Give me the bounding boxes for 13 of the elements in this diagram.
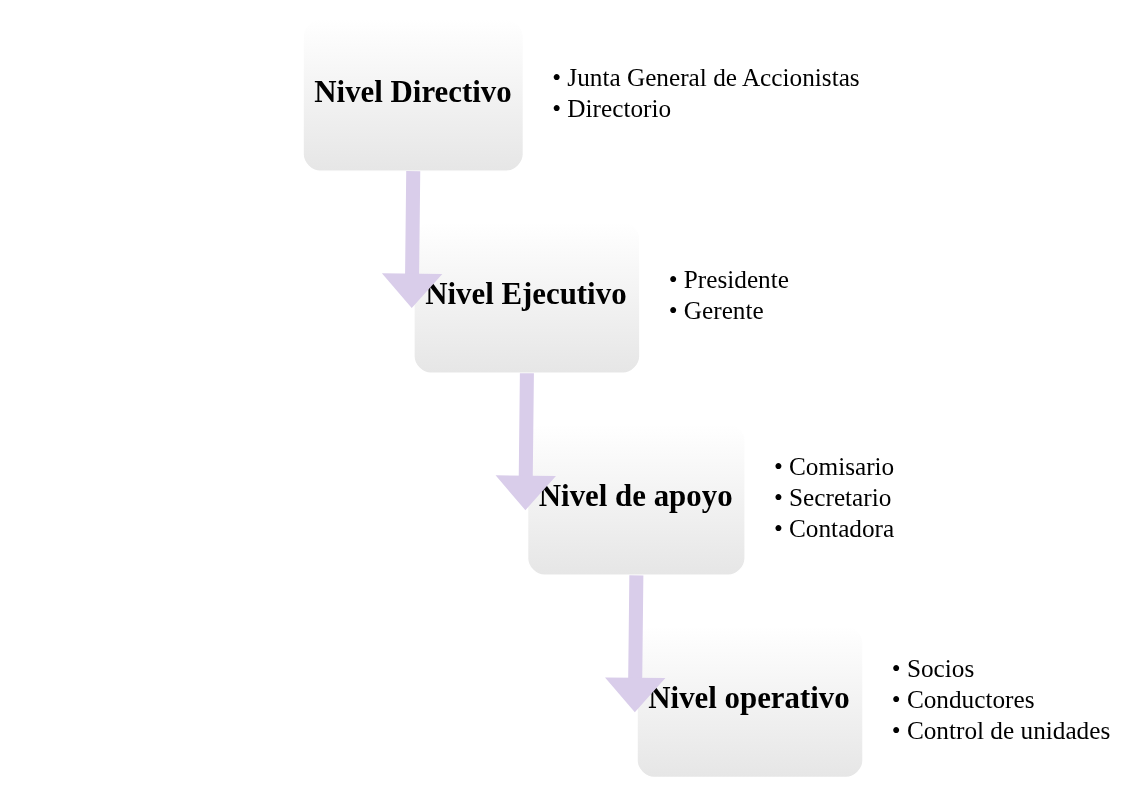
arrow xyxy=(381,171,443,309)
node-label: • Gerente xyxy=(668,296,764,325)
node-label: • Directorio xyxy=(552,94,672,122)
arrow xyxy=(605,575,666,713)
node-label: • Secretario xyxy=(773,482,892,511)
node-label: • Conductores xyxy=(891,684,1035,713)
node-label: • Contadora xyxy=(773,513,895,542)
node-label: • Comisario xyxy=(773,451,895,480)
node-label: • Junta General de Accionistas xyxy=(552,63,860,92)
node-label: • Socios xyxy=(891,653,975,682)
node-label: • Presidente xyxy=(668,265,789,294)
node-label: • Control de unidades xyxy=(891,715,1111,744)
arrow xyxy=(495,373,556,511)
